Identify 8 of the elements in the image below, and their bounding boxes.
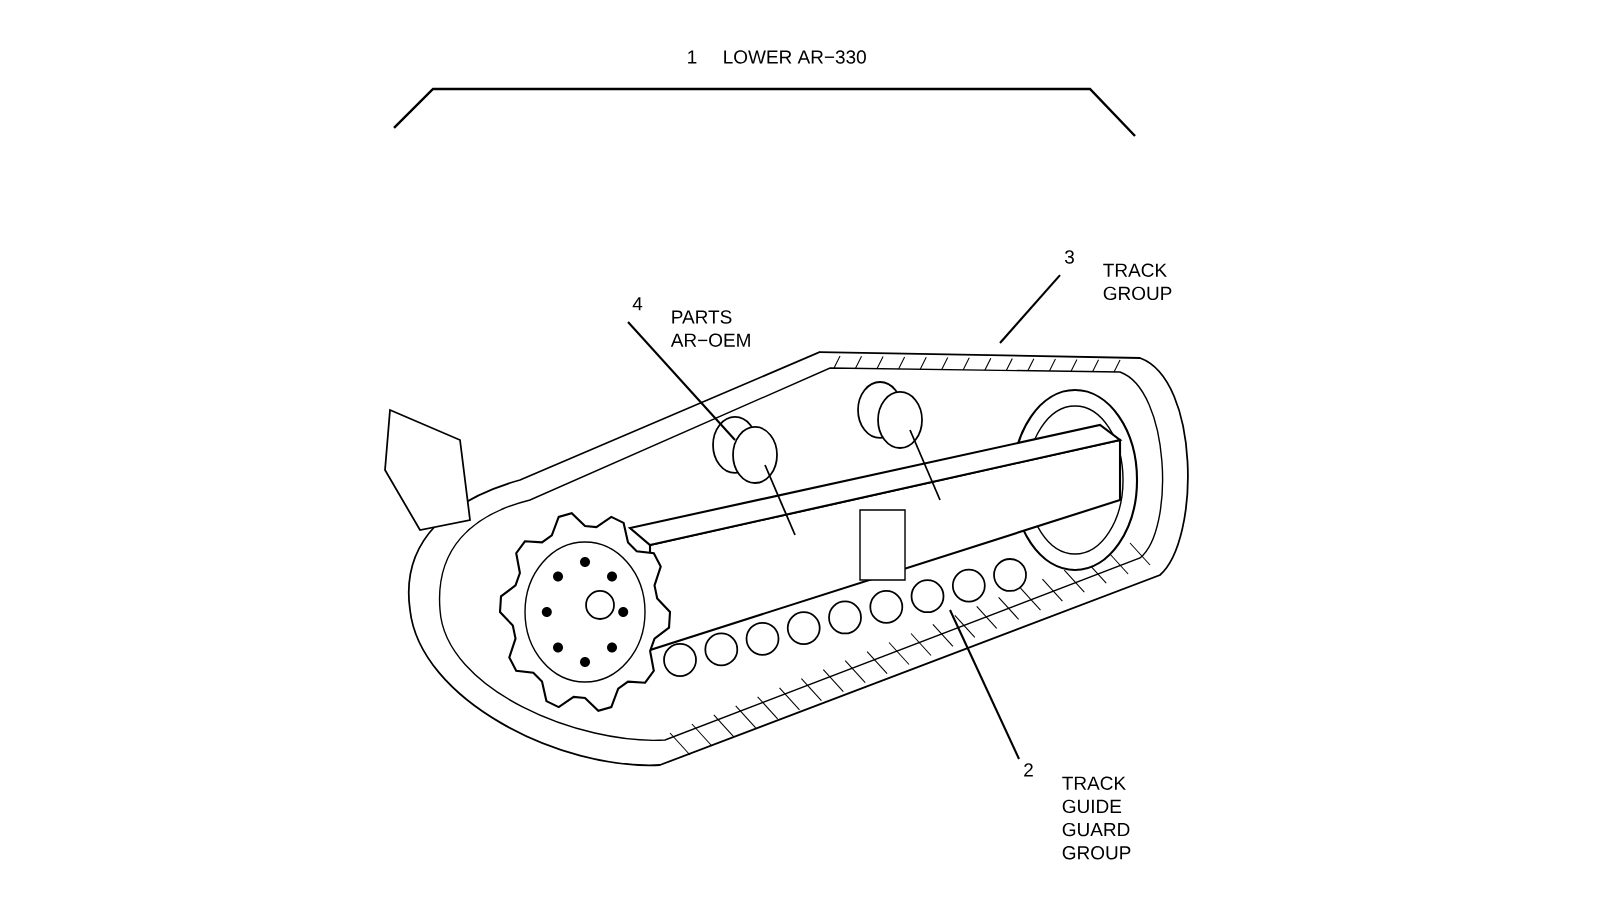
callout-label: 4 PARTS AR−OEM [632,297,750,347]
leader-line [949,609,1020,760]
leader-line [999,274,1061,344]
assembly-label: LOWER AR−330 [724,50,866,64]
callout-label: 2 TRACK GUIDE GUARD GROUP [1024,763,1131,860]
callout-number: 1 [688,50,697,64]
callout-label: 3 TRACK GROUP [1064,250,1172,301]
leader-line [627,321,736,441]
